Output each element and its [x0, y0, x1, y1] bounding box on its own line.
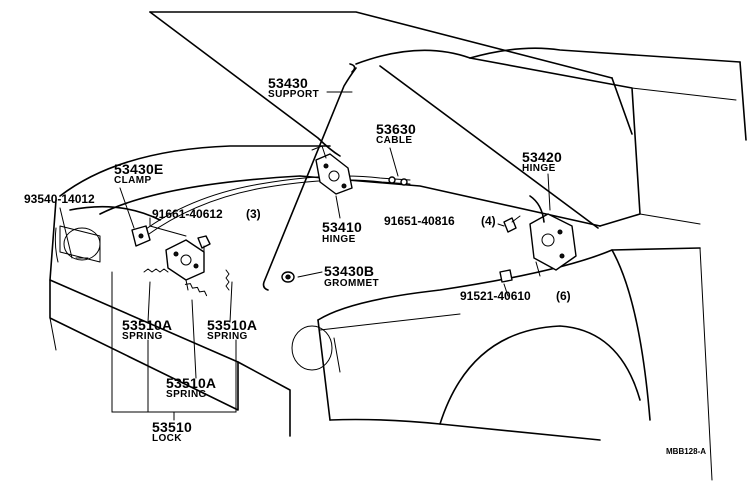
release-cable — [141, 175, 411, 233]
cable-number: 53630 — [376, 121, 416, 137]
spring-center-name: SPRING — [166, 389, 207, 400]
grommet-number: 53430B — [324, 263, 375, 279]
hinge-right-name: HINGE — [522, 163, 556, 174]
clamp-name: CLAMP — [114, 175, 152, 186]
hood-panel — [149, 11, 613, 79]
cable-name: CABLE — [376, 135, 413, 146]
left-hinge — [311, 145, 353, 195]
left-headlamp — [63, 227, 101, 261]
lock-bolt — [197, 235, 211, 255]
spring-left-number: 53510A — [122, 317, 173, 333]
spring-left-part — [143, 268, 169, 273]
hood-support-rod — [262, 67, 357, 291]
bolt-fender-qty: (6) — [556, 289, 571, 303]
grommet-name: GROMMET — [324, 278, 380, 289]
bolt-fender-number: 91521-40610 — [460, 289, 531, 303]
engine-bay-edge — [59, 145, 331, 197]
wheel-arch — [439, 325, 641, 425]
windshield — [355, 49, 641, 227]
bolt-clamp-number: 93540-14012 — [24, 192, 95, 206]
grommet-part — [281, 271, 295, 283]
hinge-bolt — [503, 215, 521, 233]
front-grille — [49, 279, 239, 411]
clamp-number: 53430E — [114, 161, 164, 177]
support-number: 53430 — [268, 75, 308, 91]
figure-reference: MBB128-A — [666, 447, 707, 456]
clamp-part — [131, 225, 151, 247]
lock-name: LOCK — [152, 433, 182, 444]
bolt-lock-qty: (3) — [246, 207, 261, 221]
right-hinge — [529, 195, 577, 277]
bolt-hinge-qty: (4) — [481, 214, 496, 228]
hinge-right-number: 53420 — [522, 149, 562, 165]
fender-bolt — [499, 269, 513, 283]
spring-right-part — [225, 269, 230, 291]
spring-right-number: 53510A — [207, 317, 258, 333]
hinge-left-number: 53410 — [322, 219, 362, 235]
support-name: SUPPORT — [268, 89, 320, 100]
lock-number: 53510 — [152, 419, 192, 435]
spring-right-name: SPRING — [207, 331, 248, 342]
bolt-hinge-number: 91651-40816 — [384, 214, 455, 228]
spring-center-number: 53510A — [166, 375, 217, 391]
hood-lock-assembly — [165, 239, 205, 291]
right-fender — [317, 247, 701, 321]
hinge-left-name: HINGE — [322, 234, 356, 245]
right-headlamp — [291, 325, 333, 371]
spring-left-name: SPRING — [122, 331, 163, 342]
bolt-lock-number: 91661-40612 — [152, 207, 223, 221]
spring-center-part — [184, 283, 208, 297]
leader-lines — [59, 91, 551, 421]
